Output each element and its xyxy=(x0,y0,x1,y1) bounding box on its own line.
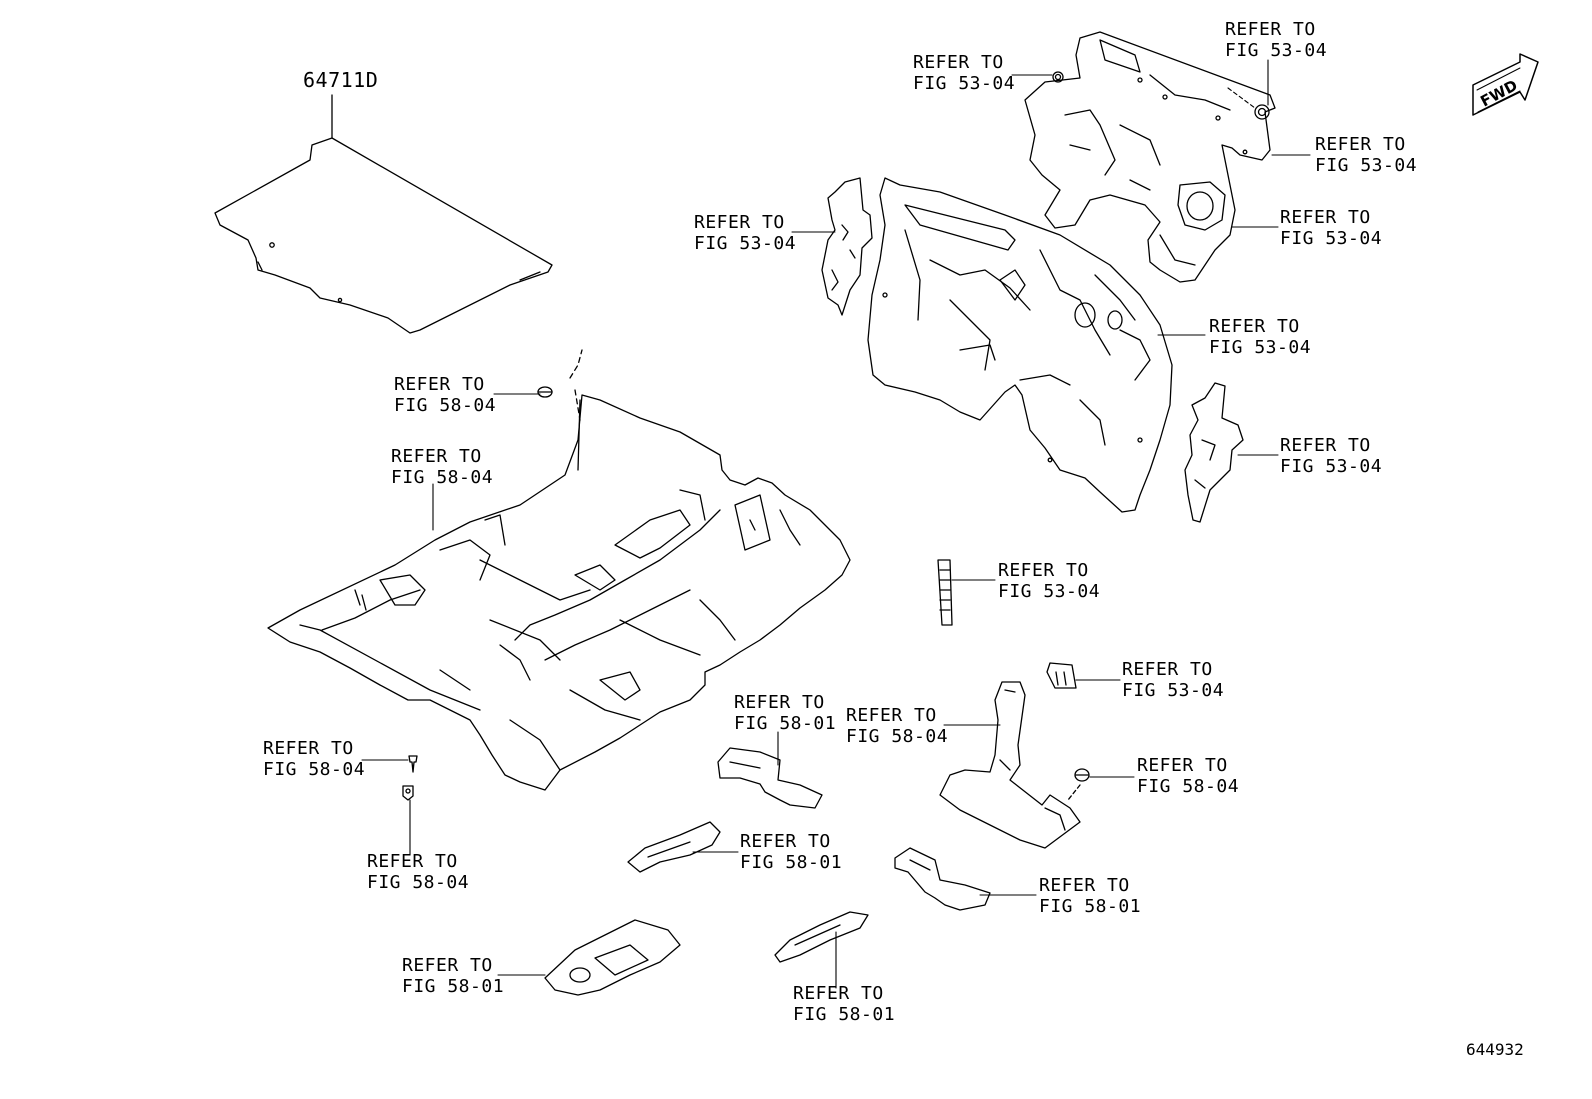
callout-clip-top: REFER TO FIG 53-04 xyxy=(913,52,1015,94)
callout-line2: FIG 58-04 xyxy=(1137,776,1240,797)
plug-part xyxy=(1074,768,1090,782)
diagram-id-label: 644932 xyxy=(1466,1040,1524,1059)
callout-line2: FIG 53-04 xyxy=(1315,155,1418,176)
side-insulator-right-part xyxy=(1184,382,1244,523)
callout-line2: FIG 53-04 xyxy=(998,581,1101,602)
callout-line2: FIG 58-04 xyxy=(391,467,494,488)
callout-line2: FIG 58-04 xyxy=(263,759,366,780)
part-number-label: 64711D xyxy=(303,68,379,92)
callout-left-side-insulator: REFER TO FIG 53-04 xyxy=(694,212,796,254)
floor-pad-3-part xyxy=(544,919,681,996)
leader-line xyxy=(569,349,583,421)
floor-clip-part xyxy=(537,386,553,398)
callout-line1: REFER TO xyxy=(1280,207,1371,228)
dash-insulator-part xyxy=(867,177,1173,513)
callout-line1: REFER TO xyxy=(367,851,458,872)
callout-line2: FIG 53-04 xyxy=(1280,456,1383,477)
dash-upper-silencer-part xyxy=(1024,31,1276,283)
callout-plug: REFER TO FIG 58-04 xyxy=(1137,755,1239,797)
callout-line1: REFER TO xyxy=(998,560,1089,581)
callout-floor-pad-4: REFER TO FIG 58-01 xyxy=(793,983,895,1025)
callout-line1: REFER TO xyxy=(394,374,485,395)
callout-line2: FIG 58-01 xyxy=(402,976,505,997)
callout-line1: REFER TO xyxy=(1315,134,1406,155)
callout-floor-pad-2: REFER TO FIG 58-01 xyxy=(740,831,842,873)
callout-line2: FIG 58-04 xyxy=(394,395,497,416)
callout-line2: FIG 53-04 xyxy=(694,233,797,254)
callout-line1: REFER TO xyxy=(1209,316,1300,337)
floor-carpet-part xyxy=(267,394,851,791)
callout-dash-silencer: REFER TO FIG 53-04 xyxy=(1280,207,1382,249)
floor-pad-5-part xyxy=(894,847,991,911)
callout-line1: REFER TO xyxy=(1137,755,1228,776)
floor-pad-2-part xyxy=(627,821,721,873)
callout-floor-pad-1: REFER TO FIG 58-01 xyxy=(734,692,836,734)
callout-line1: REFER TO xyxy=(263,738,354,759)
callout-upper-silencer: REFER TO FIG 53-04 xyxy=(1315,134,1417,176)
fastener-part xyxy=(402,755,418,801)
floor-pad-1-part xyxy=(717,747,823,809)
callout-line2: FIG 58-01 xyxy=(1039,896,1142,917)
floor-pad-4-part xyxy=(774,911,869,963)
callout-floor-pad-3: REFER TO FIG 58-01 xyxy=(402,955,504,997)
callout-line2: FIG 53-04 xyxy=(1225,40,1328,61)
leader-line xyxy=(1067,784,1081,801)
callout-small-pad: REFER TO FIG 53-04 xyxy=(1122,659,1224,701)
package-tray-trim-part xyxy=(214,137,553,334)
callout-line2: FIG 58-01 xyxy=(734,713,837,734)
callout-line2: FIG 53-04 xyxy=(1122,680,1225,701)
callout-line2: FIG 53-04 xyxy=(1280,228,1383,249)
pad-part xyxy=(937,559,953,626)
callout-line1: REFER TO xyxy=(694,212,785,233)
callout-line2: FIG 58-04 xyxy=(367,872,470,893)
callout-line1: REFER TO xyxy=(913,52,1004,73)
callout-pad: REFER TO FIG 53-04 xyxy=(998,560,1100,602)
leader-lines xyxy=(361,59,1311,989)
callout-rear-floor-silencer: REFER TO FIG 58-04 xyxy=(846,705,948,747)
callout-right-side-insulator: REFER TO FIG 53-04 xyxy=(1280,435,1382,477)
forward-arrow-icon: FWD xyxy=(1472,53,1539,116)
callout-line1: REFER TO xyxy=(1225,19,1316,40)
grommet-part xyxy=(1254,104,1270,120)
callout-line1: REFER TO xyxy=(1039,875,1130,896)
callout-fastener-lower: REFER TO FIG 58-04 xyxy=(367,851,469,893)
clip-part xyxy=(1052,71,1064,83)
callout-line1: REFER TO xyxy=(1280,435,1371,456)
callout-line2: FIG 53-04 xyxy=(1209,337,1312,358)
callout-line1: REFER TO xyxy=(402,955,493,976)
rear-floor-silencer-part xyxy=(939,681,1081,849)
callout-dash-insulator: REFER TO FIG 53-04 xyxy=(1209,316,1311,358)
callout-line1: REFER TO xyxy=(1122,659,1213,680)
callout-grommet-top: REFER TO FIG 53-04 xyxy=(1225,19,1327,61)
callout-line1: REFER TO xyxy=(734,692,825,713)
callout-line2: FIG 58-01 xyxy=(740,852,843,873)
callout-fastener-upper: REFER TO FIG 58-04 xyxy=(263,738,365,780)
callout-line1: REFER TO xyxy=(793,983,884,1004)
callout-line1: REFER TO xyxy=(740,831,831,852)
callout-floor-clip: REFER TO FIG 58-04 xyxy=(394,374,496,416)
side-insulator-left-part xyxy=(821,177,873,316)
callout-line1: REFER TO xyxy=(846,705,937,726)
callout-line2: FIG 53-04 xyxy=(913,73,1016,94)
callout-line2: FIG 58-04 xyxy=(846,726,949,747)
callout-floor-carpet: REFER TO FIG 58-04 xyxy=(391,446,493,488)
callout-floor-pad-5: REFER TO FIG 58-01 xyxy=(1039,875,1141,917)
callout-line1: REFER TO xyxy=(391,446,482,467)
callout-line2: FIG 58-01 xyxy=(793,1004,896,1025)
small-pad-part xyxy=(1046,662,1077,689)
